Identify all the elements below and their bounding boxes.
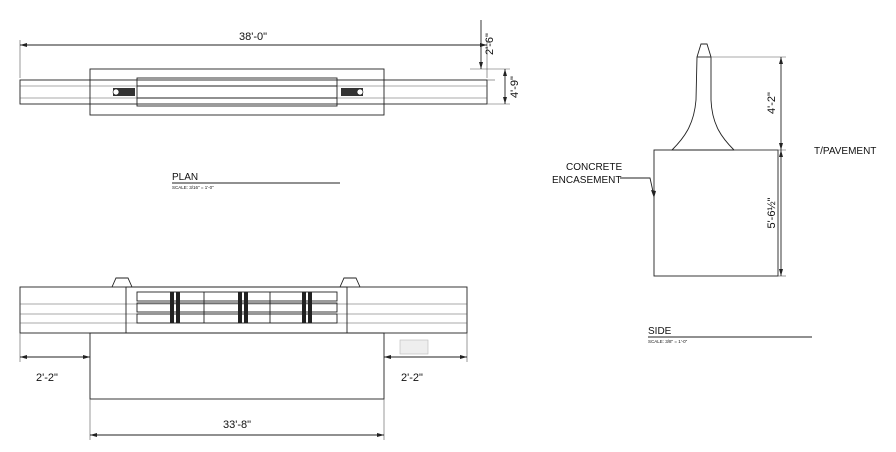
plan-width: 4'-9" [509, 76, 521, 98]
plan-barrier-outer [19, 79, 488, 105]
plan-center-tank [136, 77, 338, 107]
side-title: SIDE [648, 326, 672, 337]
plan-scale: SCALE: 3/16" = 1'-0" [172, 185, 214, 190]
elevation-view: 2'-2" 2'-2" 33'-8" [19, 277, 468, 440]
plan-right-coupler [341, 88, 363, 96]
elev-left-offset: 2'-2" [36, 372, 58, 384]
plan-encasement-slab [89, 68, 385, 116]
elev-base-length: 33'-8" [223, 419, 251, 431]
side-encasement-label-2: ENCASEMENT [552, 175, 621, 186]
plan-left-coupler [113, 88, 135, 96]
elev-right-post [339, 277, 361, 288]
plan-side-offset: 2'-6" [484, 33, 496, 55]
side-encasement-label-1: CONCRETE [566, 162, 622, 173]
elev-right-offset: 2'-2" [401, 372, 423, 384]
elev-tank-frame [125, 286, 348, 334]
side-pavement-label: T/PAVEMENT [814, 146, 876, 157]
side-barrier-profile [670, 43, 736, 151]
side-scale: SCALE: 3/8" = 1'-0" [648, 339, 688, 344]
elev-barrier [19, 286, 468, 334]
plan-view: 38'-0" 2'-6" 4'-9" PLAN SCALE: 3/16" = 1… [19, 20, 521, 190]
side-view: 4'-2" 5'-6½" T/PAVEMENT CONCRETE ENCASEM… [552, 43, 876, 344]
side-top-height: 4'-2" [766, 92, 778, 114]
side-encasement [653, 149, 779, 277]
plan-title: PLAN [172, 172, 198, 183]
side-bottom-height: 5'-6½" [766, 197, 778, 228]
elev-left-post [111, 277, 133, 288]
elev-encasement [89, 332, 385, 400]
plan-overall-length: 38'-0" [239, 31, 267, 43]
